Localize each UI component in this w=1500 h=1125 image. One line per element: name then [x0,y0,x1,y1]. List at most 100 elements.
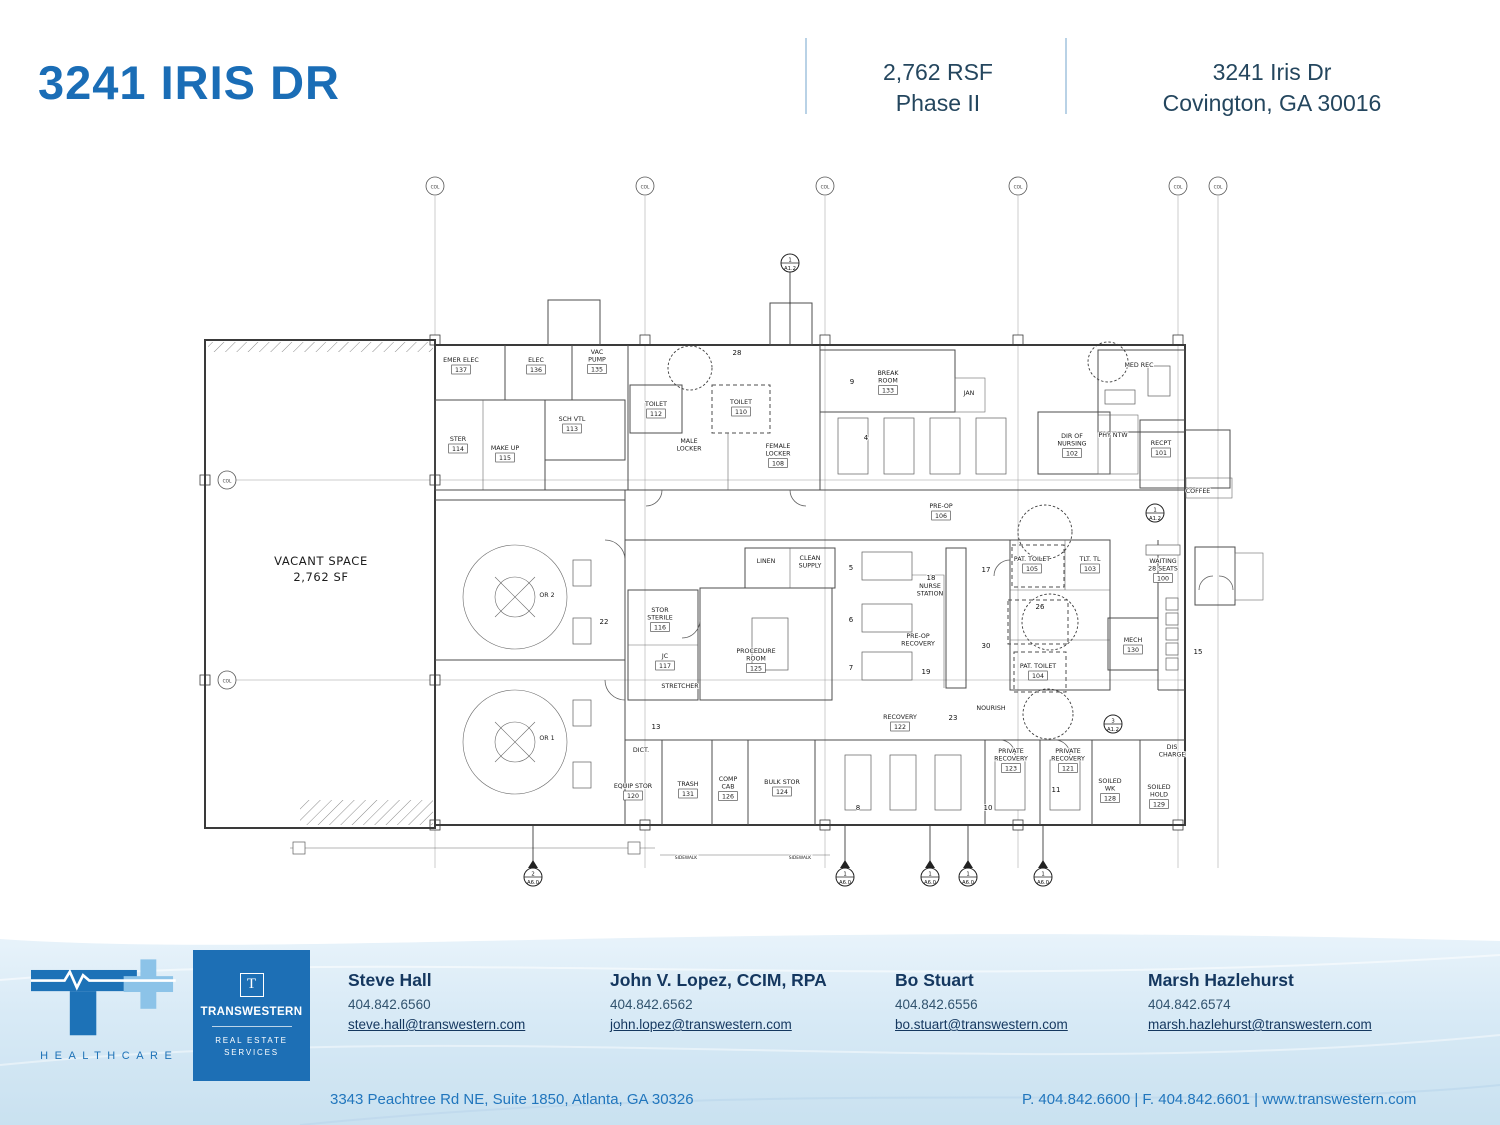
t-plus-logo-icon [31,959,176,1036]
transwestern-t-icon: T [239,972,264,997]
contact-email-link[interactable]: john.lopez@transwestern.com [610,1017,792,1032]
svg-text:124: 124 [776,789,788,796]
header-divider-1 [805,38,807,114]
svg-text:TLT. TL: TLT. TL [1079,556,1101,563]
footer-office-address: 3343 Peachtree Rd NE, Suite 1850, Atlant… [330,1091,694,1108]
svg-text:5: 5 [849,564,853,572]
svg-text:PHY NTW: PHY NTW [1098,432,1128,439]
svg-text:A6.0: A6.0 [924,880,937,886]
svg-text:COL: COL [641,185,650,191]
svg-text:OR 2: OR 2 [539,592,554,599]
svg-text:136: 136 [530,367,542,374]
svg-text:COL: COL [821,185,830,191]
svg-text:COL: COL [223,479,232,485]
svg-text:9: 9 [850,378,854,386]
svg-text:A6.0: A6.0 [1037,880,1050,886]
svg-text:137: 137 [455,367,467,374]
contact-email-link[interactable]: marsh.hazlehurst@transwestern.com [1148,1017,1372,1032]
svg-text:11: 11 [1052,786,1061,794]
svg-text:PRE-OP: PRE-OP [929,503,953,510]
svg-text:1: 1 [928,872,931,878]
svg-text:TRASH: TRASH [676,781,698,788]
svg-text:6: 6 [849,616,854,624]
svg-text:1: 1 [788,258,791,264]
contact-email-link[interactable]: steve.hall@transwestern.com [348,1017,526,1032]
svg-text:SCH VTL: SCH VTL [559,416,586,423]
svg-text:1: 1 [843,872,846,878]
healthcare-label: HEALTHCARE [40,1050,179,1062]
svg-text:STRETCHER: STRETCHER [661,683,699,690]
svg-text:15: 15 [1194,648,1203,656]
svg-text:2: 2 [531,872,534,878]
svg-text:JAN: JAN [963,390,975,397]
address-line-2: Covington, GA 30016 [1162,90,1382,116]
contact-card: Bo Stuart 404.842.6556 bo.stuart@transwe… [895,970,1068,1034]
svg-text:13: 13 [652,723,661,731]
contact-name: John V. Lopez, CCIM, RPA [610,970,827,990]
transwestern-name: TRANSWESTERN [200,1005,303,1018]
svg-text:17: 17 [982,566,991,574]
contact-phone: 404.842.6562 [610,997,693,1012]
contact-phone: 404.842.6560 [348,997,431,1012]
svg-text:4: 4 [864,434,869,442]
svg-text:STER: STER [450,436,467,443]
contact-name: Marsh Hazlehurst [1148,970,1294,990]
healthcare-logo: HEALTHCARE [30,953,182,1062]
svg-text:28: 28 [733,349,742,357]
svg-text:126: 126 [722,793,734,800]
svg-text:JC: JC [661,653,669,660]
svg-text:18: 18 [927,574,936,582]
phase-value: Phase II [895,90,981,116]
svg-text:A1.2: A1.2 [1107,727,1119,733]
contact-card: Marsh Hazlehurst 404.842.6574 marsh.hazl… [1148,970,1372,1034]
svg-text:OR 1: OR 1 [539,735,554,742]
svg-text:101: 101 [1155,450,1167,457]
svg-text:122: 122 [894,724,906,731]
svg-text:121: 121 [1062,765,1074,772]
svg-text:128: 128 [1104,795,1116,802]
svg-text:120: 120 [627,793,639,800]
svg-text:1: 1 [1041,872,1044,878]
svg-text:BULK STOR: BULK STOR [764,779,800,786]
svg-text:COL: COL [1174,185,1183,191]
badge-division: REAL ESTATE SERVICES [215,1035,288,1057]
contact-email-link[interactable]: bo.stuart@transwestern.com [895,1017,1068,1032]
svg-text:129: 129 [1153,801,1165,808]
svg-text:PAT. TOILET: PAT. TOILET [1020,663,1056,670]
page-title: 3241 IRIS DR [38,56,340,109]
svg-text:112: 112 [650,411,662,418]
svg-text:3: 3 [1111,719,1114,725]
svg-text:COL: COL [223,679,232,685]
contact-name: Bo Stuart [895,970,974,990]
svg-text:125: 125 [750,665,762,672]
svg-text:102: 102 [1066,450,1078,457]
rsf-value: 2,762 RSF [883,59,993,85]
svg-text:A1.2: A1.2 [784,266,796,272]
svg-text:30: 30 [982,642,991,650]
svg-text:COL: COL [1014,185,1023,191]
svg-text:A6.0: A6.0 [527,880,540,886]
size-block: 2,762 RSF Phase II [848,57,1028,119]
contact-phone: 404.842.6556 [895,997,978,1012]
svg-text:22: 22 [600,618,609,626]
svg-text:10: 10 [984,804,993,812]
svg-text:113: 113 [566,426,578,433]
svg-text:RECPT: RECPT [1151,440,1172,447]
svg-text:135: 135 [591,366,603,373]
svg-text:RECOVERY: RECOVERY [883,714,917,721]
svg-text:A6.0: A6.0 [962,880,975,886]
svg-text:1: 1 [1153,508,1156,514]
